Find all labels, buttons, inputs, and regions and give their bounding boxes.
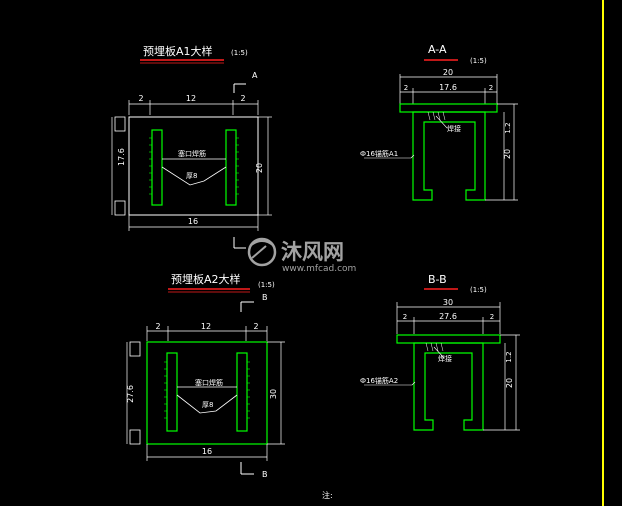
- detail-a2-anchor-bar-left: [166, 352, 178, 432]
- detail-a1-anchor-bar-right: [225, 129, 237, 206]
- section-aa-scale: (1:5): [470, 57, 487, 65]
- section-aa-label-weld: 焊接: [447, 124, 461, 133]
- detail-a2-scale: (1:5): [258, 281, 275, 289]
- section-bb-title: B-B: [428, 273, 447, 286]
- section-mark-b-bottom: B: [262, 470, 268, 479]
- section-aa-dim-right-small: 1.2: [504, 122, 512, 133]
- detail-a1-label-thick: 厚8: [186, 172, 197, 180]
- section-bb-dim-right-small: 1.2: [505, 351, 513, 362]
- detail-a1-dim-top-1: 2: [138, 94, 143, 103]
- detail-a1-scale: (1:5): [231, 49, 248, 57]
- detail-a1-plate: [128, 116, 259, 216]
- section-bb-dim-overall: 30: [443, 298, 453, 307]
- watermark-url: www.mfcad.com: [282, 264, 356, 274]
- detail-a1-anchor-ticks: [149, 137, 239, 195]
- detail-a2-dim-top-3: 2: [253, 322, 258, 331]
- detail-a2-dim-right: 30: [269, 389, 278, 399]
- watermark-name: 沐风网: [281, 240, 344, 264]
- detail-a2-label-thick: 厚8: [202, 401, 213, 409]
- detail-a1-dim-top-2: 12: [186, 94, 196, 103]
- section-bb-scale: (1:5): [470, 286, 487, 294]
- section-aa-dim-right-large: 20: [503, 149, 512, 159]
- section-bb-label-anchor: Ф16锚筋A2: [360, 376, 398, 385]
- detail-a2-dim-top-1: 2: [155, 322, 160, 331]
- detail-a2-dim-left: 27.6: [126, 385, 135, 403]
- detail-a1-dim-right: 20: [255, 163, 264, 173]
- section-aa-dim-overall: 20: [443, 68, 453, 77]
- section-mark-a-top: A: [252, 71, 258, 80]
- section-bb-dim-right-large: 20: [505, 378, 514, 388]
- detail-a2-label-weld: 塞口焊筋: [195, 378, 223, 387]
- detail-a2-title: 预埋板A2大样: [171, 272, 241, 286]
- detail-a1: 预埋板A1大样 (1:5) A 2 12 2 17.6 20 16: [111, 44, 272, 249]
- detail-a1-title: 预埋板A1大样: [143, 44, 213, 58]
- section-aa-dim-sub-2: 17.6: [439, 83, 457, 92]
- detail-a2-dim-top-2: 12: [201, 322, 211, 331]
- section-aa-dim-sub-1: 2: [404, 84, 408, 92]
- detail-a2-anchor-bar-right: [236, 352, 248, 432]
- section-aa-title: A-A: [428, 43, 447, 56]
- detail-a2-plate: [146, 341, 268, 445]
- note-label: 注:: [322, 490, 333, 500]
- section-aa-label-anchor: Ф16锚筋A1: [360, 149, 398, 158]
- detail-a2-dim-bottom: 16: [202, 447, 212, 456]
- watermark-logo-icon: [247, 237, 277, 267]
- detail-a1-label-weld: 塞口焊筋: [178, 149, 206, 158]
- watermark: 沐风网 www.mfcad.com: [247, 237, 356, 274]
- detail-a2: 预埋板A2大样 (1:5) B 2 12 2 27.6 30 16: [126, 272, 285, 479]
- section-bb-dim-sub-3: 2: [490, 313, 494, 321]
- section-bb-dim-sub-1: 2: [403, 313, 407, 321]
- section-bb: B-B (1:5) 30 2 27.6 2 焊接 1.2 20 Ф16锚筋A2: [360, 273, 520, 431]
- section-aa: A-A (1:5) 20 2 17.6 2 焊接 1.2 20 Ф16锚筋A1: [360, 43, 518, 201]
- detail-a1-dim-top-3: 2: [240, 94, 245, 103]
- detail-a1-dim-left: 17.6: [117, 148, 126, 166]
- section-bb-label-weld: 焊接: [438, 354, 452, 363]
- section-bb-dim-sub-2: 27.6: [439, 312, 457, 321]
- section-aa-dim-sub-3: 2: [489, 84, 493, 92]
- detail-a2-anchor-ticks: [164, 361, 250, 419]
- section-mark-b-top: B: [262, 293, 268, 302]
- detail-a1-anchor-bar-left: [151, 129, 163, 206]
- detail-a1-dim-bottom: 16: [188, 217, 198, 226]
